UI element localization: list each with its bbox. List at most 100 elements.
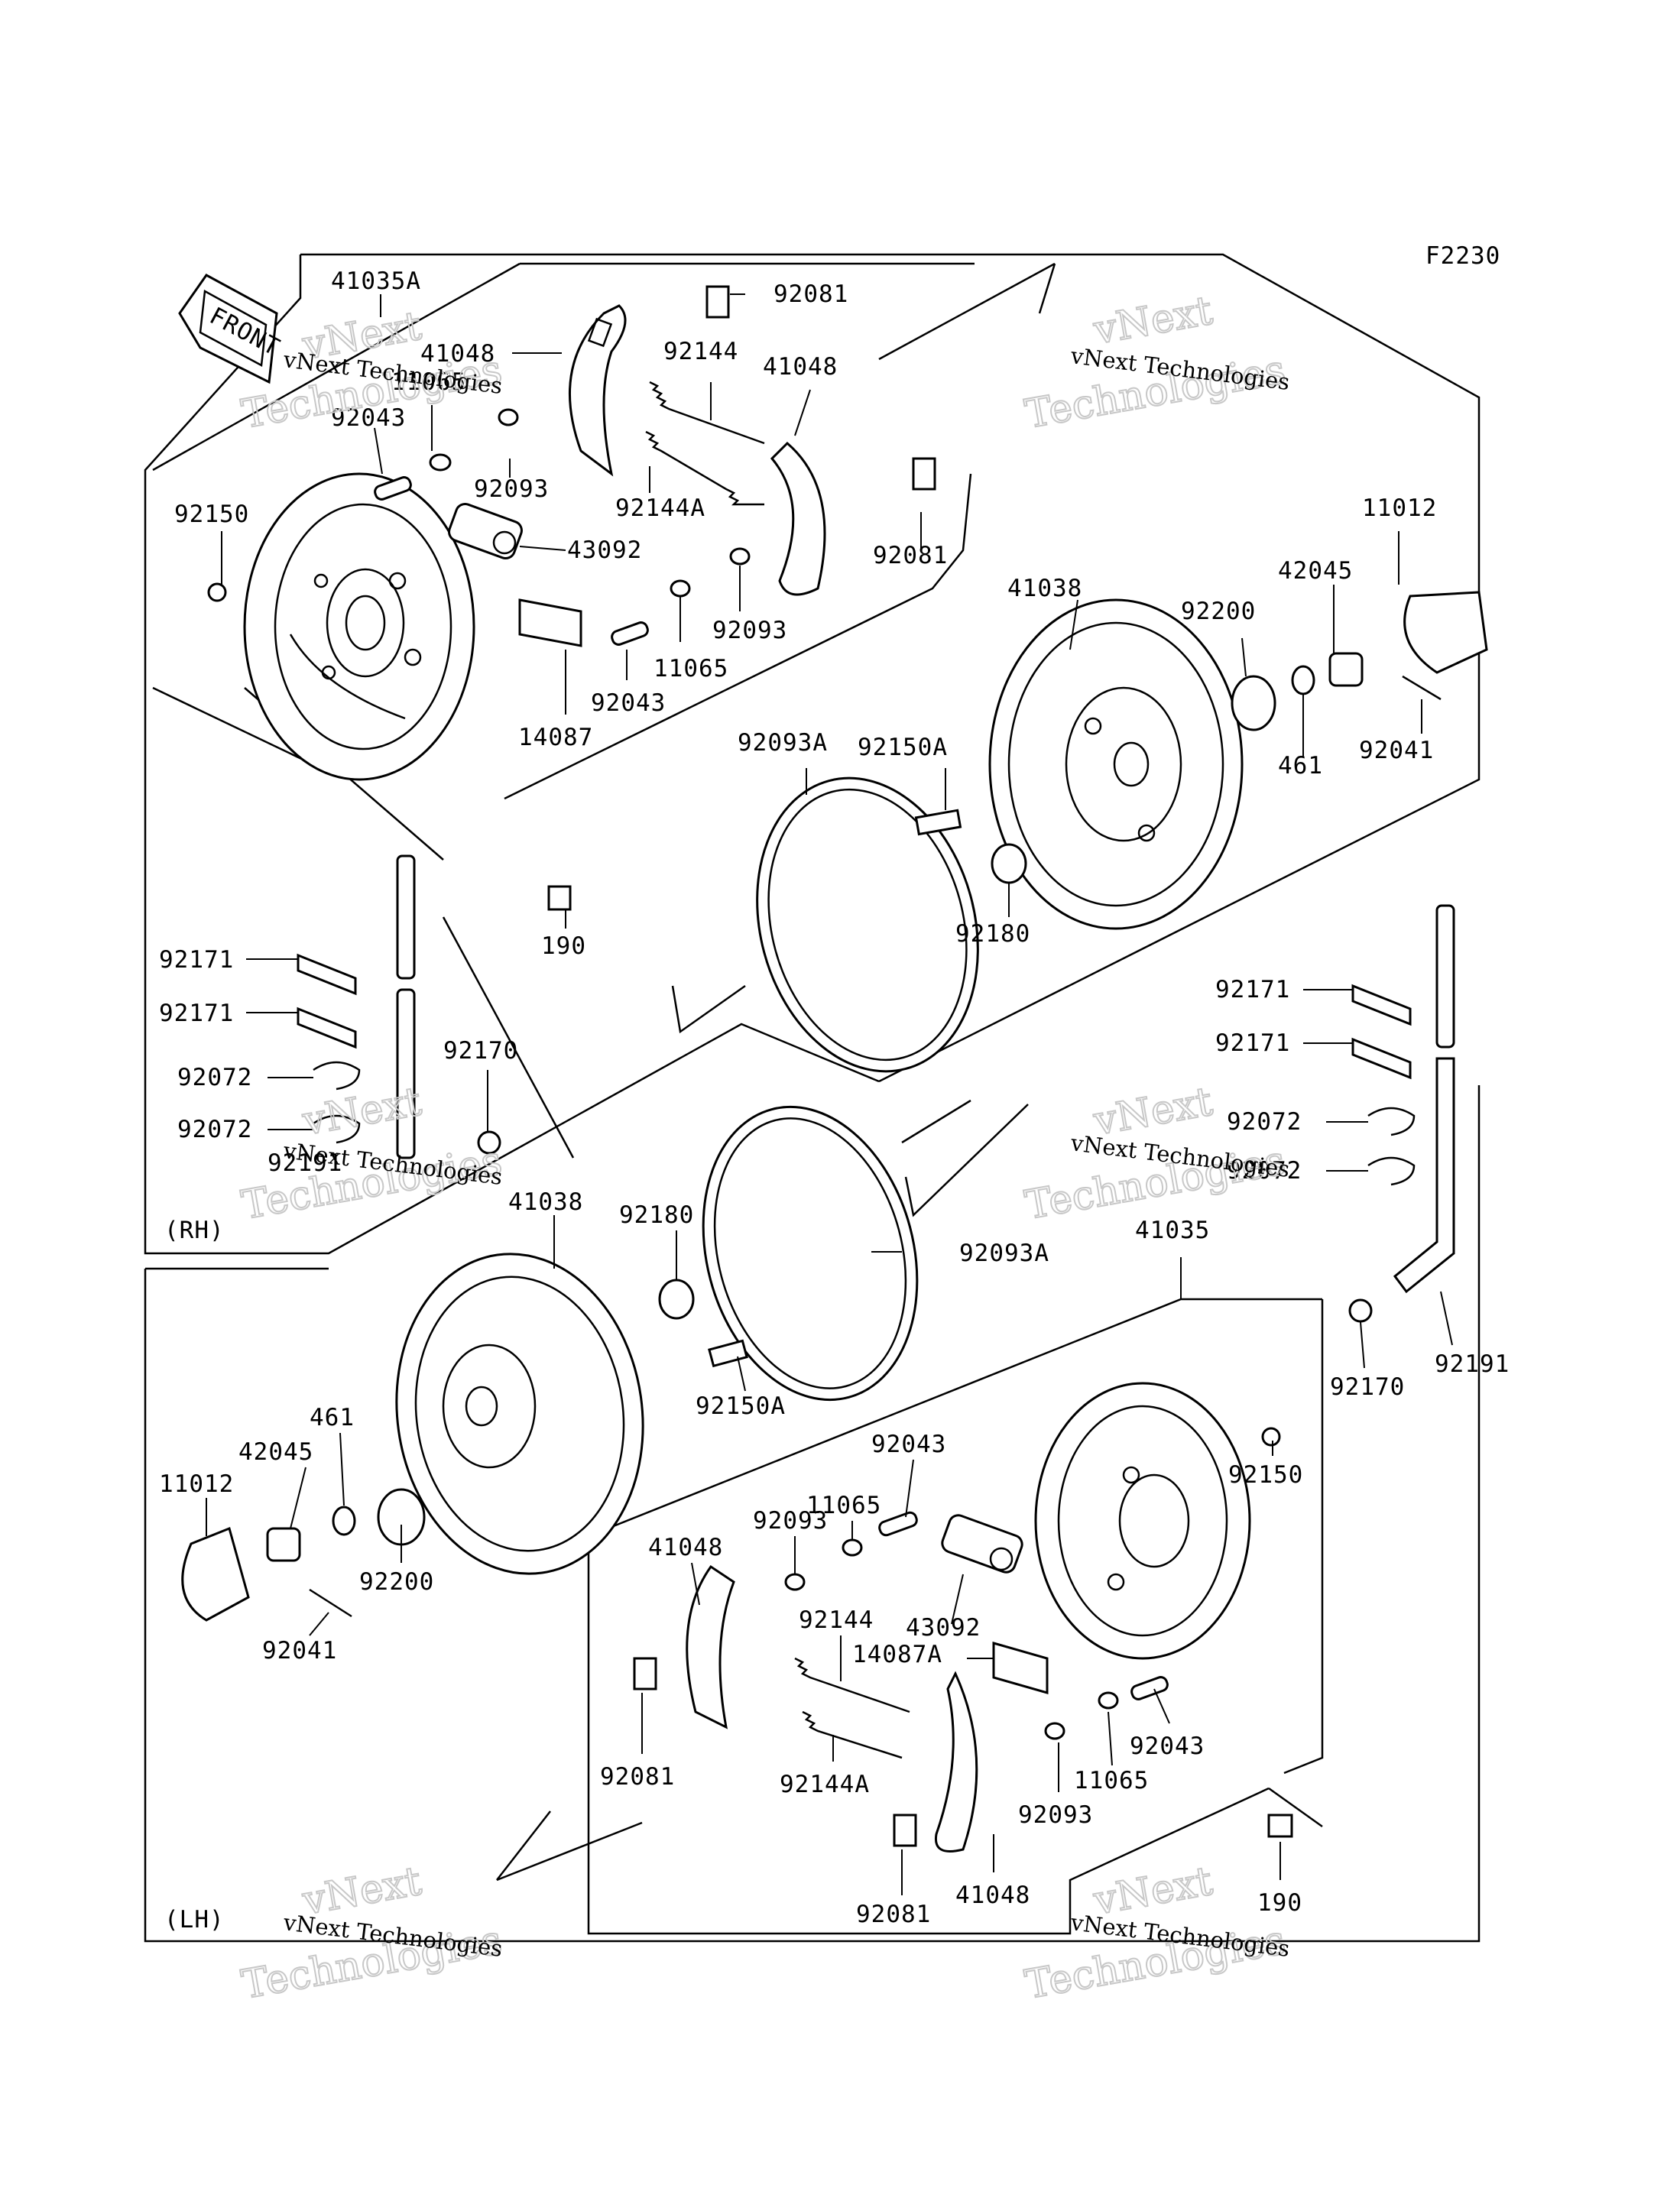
watermark-top-right: vNext Technologies vNext Technologies: [1021, 287, 1291, 439]
clamp-rh-b: [313, 1114, 361, 1144]
label-92093A-b: 92093A: [959, 1240, 1049, 1267]
section-rh: (RH): [164, 1217, 225, 1244]
clamp-lh-b: [1367, 1156, 1416, 1186]
backing-plate-lh: [1034, 1382, 1251, 1660]
seal-ring-rh: [756, 776, 979, 1073]
bleeder-rh: [547, 885, 572, 911]
brake-shoe-rh-1: [569, 304, 627, 477]
label-92081-b: 92081: [873, 542, 948, 569]
label-461-b: 461: [310, 1404, 355, 1431]
nut-rh: [1328, 652, 1364, 687]
bracket-lh: [992, 1642, 1049, 1694]
wheel-cylinder-rh: [448, 502, 523, 560]
stud-rh: [914, 809, 962, 836]
label-92072-d: 92072: [1227, 1157, 1302, 1185]
strap-rh-b: [297, 1006, 357, 1049]
label-92150-b: 92150: [1228, 1461, 1303, 1489]
oring-rh: [991, 843, 1027, 884]
washer-lh-c: [1098, 1691, 1119, 1710]
watermark-mid-right: vNext Technologies vNext Technologies: [1021, 1078, 1291, 1230]
lh-parts: [181, 904, 1455, 1853]
label-92093-b: 92093: [712, 617, 787, 644]
washer-rh-b: [498, 408, 519, 426]
brake-drum-rh: [988, 598, 1244, 930]
label-92093-a: 92093: [474, 475, 549, 503]
label-92081-a: 92081: [774, 280, 848, 308]
label-14087A: 14087A: [852, 1641, 942, 1668]
label-11065-d: 11065: [1074, 1767, 1149, 1794]
label-11065-b: 11065: [654, 655, 728, 682]
clip-92081-lh-a: [633, 1657, 657, 1690]
label-92072-a: 92072: [177, 1064, 252, 1091]
label-41048-c: 41048: [648, 1534, 723, 1561]
label-92200-a: 92200: [1181, 598, 1256, 625]
label-92043-c: 92043: [871, 1431, 946, 1458]
label-43092-a: 43092: [567, 536, 642, 564]
brake-hose-lh: [1393, 904, 1455, 1294]
label-43092-b: 43092: [906, 1614, 981, 1642]
pin-lh-b: [1130, 1676, 1169, 1700]
label-92093-d: 92093: [1018, 1801, 1093, 1829]
oring-lh: [658, 1279, 695, 1320]
label-41035A: 41035A: [331, 267, 421, 295]
label-92171-a: 92171: [159, 946, 234, 974]
bolt-rh: [207, 582, 227, 602]
springs-rh: [645, 381, 765, 506]
label-92180-a: 92180: [955, 920, 1030, 948]
label-92170-a: 92170: [443, 1037, 518, 1065]
label-92170-b: 92170: [1330, 1373, 1405, 1401]
label-92171-c: 92171: [1215, 976, 1290, 1003]
label-41048-d: 41048: [955, 1882, 1030, 1909]
label-11065-c: 11065: [806, 1492, 881, 1519]
cotter-pin-lh: [309, 1588, 352, 1618]
brake-shoe-rh-2: [770, 441, 826, 596]
figure-code: F2230: [1425, 242, 1500, 270]
label-11012-a: 11012: [1362, 494, 1437, 522]
label-190-b: 190: [1257, 1889, 1302, 1917]
label-92041-a: 92041: [1359, 737, 1434, 764]
stud-lh: [708, 1339, 748, 1368]
bolt-lh: [1261, 1427, 1281, 1447]
springs-lh: [794, 1657, 910, 1759]
washer-lh-b: [784, 1573, 806, 1591]
pin-lh-a: [878, 1511, 918, 1537]
washer-92200-rh: [1231, 675, 1276, 731]
washer-lh-d: [1044, 1722, 1065, 1740]
label-42045-b: 42045: [238, 1438, 313, 1466]
cap-lh: [181, 1526, 250, 1622]
label-92081-c: 92081: [600, 1763, 675, 1791]
washer-461-lh: [332, 1506, 356, 1536]
clip-92170-lh: [1348, 1298, 1373, 1323]
strap-lh-a: [1351, 984, 1412, 1026]
label-92144-a: 92144: [663, 338, 738, 365]
pin-rh-b: [611, 621, 649, 646]
label-92041-b: 92041: [262, 1637, 337, 1665]
label-92144A-a: 92144A: [615, 494, 705, 522]
washer-lh-a: [842, 1538, 863, 1557]
label-92191-b: 92191: [1435, 1350, 1510, 1378]
washer-rh-d: [729, 547, 751, 566]
bracket-rh: [518, 598, 582, 647]
washer-461-rh: [1291, 665, 1315, 695]
label-92043-d: 92043: [1130, 1733, 1205, 1760]
brake-hose-rh-upper: [396, 854, 416, 980]
label-92171-b: 92171: [159, 1000, 234, 1027]
label-42045-a: 42045: [1278, 557, 1353, 585]
label-92144A-b: 92144A: [780, 1771, 870, 1798]
label-92144-b: 92144: [799, 1606, 874, 1634]
label-190-a: 190: [541, 932, 586, 960]
label-92081-d: 92081: [856, 1901, 931, 1928]
label-92150-a: 92150: [174, 501, 249, 528]
washer-rh-c: [670, 579, 691, 598]
label-92150A-b: 92150A: [696, 1392, 786, 1420]
clamp-rh-a: [313, 1061, 361, 1091]
watermark-bottom-left: vNext Technologies vNext Technologies: [238, 1858, 506, 2009]
clip-92081-rh-b: [912, 457, 936, 491]
label-41048-a: 41048: [420, 340, 495, 368]
label-92093A-a: 92093A: [738, 729, 828, 757]
cap-rh: [1403, 591, 1488, 674]
label-41035: 41035: [1135, 1217, 1210, 1244]
label-92180-b: 92180: [619, 1201, 694, 1229]
label-92191-a: 92191: [268, 1149, 342, 1177]
